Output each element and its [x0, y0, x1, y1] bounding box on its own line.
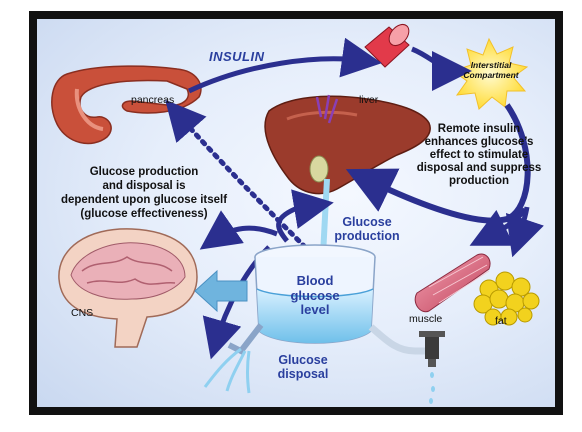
dotted-arrow-pancreas: [165, 99, 308, 250]
interstitial-line-2: Compartment: [463, 70, 519, 80]
diagram-panel: INSULIN pancreas liver Interstitial Comp…: [37, 19, 555, 407]
liver-label: liver: [359, 94, 379, 106]
cns-label: CNS: [71, 307, 94, 319]
gp-line-4: (glucose effectiveness): [80, 208, 208, 220]
cns-block-arrow: [194, 269, 248, 313]
vessel-to-star-arrow: [411, 46, 472, 91]
interstitial-line-1: Interstitial: [470, 60, 512, 70]
effectiveness-arrow-brain: [199, 210, 278, 250]
gp-line-1: Glucose production: [89, 166, 199, 178]
remote-insulin-text: Remote insulin enhances glucose’s effect…: [409, 123, 549, 188]
gp-line-3: dependent upon glucose itself: [60, 194, 228, 206]
fat-illustration: [473, 271, 540, 326]
remote-line-4: disposal and suppress: [416, 162, 542, 174]
blood-line-1: Blood: [296, 273, 334, 288]
blood-line-3: level: [300, 302, 330, 317]
disposal-line-2: disposal: [277, 367, 329, 381]
blood-line-2: glucose: [290, 287, 340, 303]
liver-illustration: [264, 94, 431, 195]
disposal-line-1: Glucose: [278, 353, 328, 367]
remote-arrow-fat: [505, 206, 544, 258]
remote-line-2: enhances glucose’s: [424, 136, 534, 148]
interstitial-label: Interstitial Compartment: [461, 60, 521, 80]
glucose-tank: [203, 244, 445, 404]
gp-line-2: and disposal is: [102, 180, 186, 192]
pancreas-label: pancreas: [131, 94, 175, 106]
insulin-label: INSULIN: [209, 49, 265, 64]
pancreas-illustration: [51, 65, 202, 145]
blood-vessel-illustration: [364, 23, 410, 68]
muscle-illustration: [414, 253, 491, 313]
brain-illustration: [58, 228, 198, 348]
glucose-effectiveness-text: Glucose production and disposal is depen…: [45, 165, 243, 221]
muscle-label: muscle: [409, 313, 443, 325]
effectiveness-arrow-liver: [276, 189, 334, 243]
production-line-1: Glucose: [342, 215, 392, 229]
remote-line-3: effect to stimulate: [429, 149, 529, 161]
remote-line-1: Remote insulin: [437, 123, 521, 135]
glucose-production-label: Glucose production: [325, 215, 409, 243]
blood-glucose-label: Blood glucose level: [275, 273, 355, 318]
production-line-2: production: [334, 229, 400, 243]
remote-line-5: production: [448, 175, 510, 187]
insulin-arrow: [187, 37, 382, 94]
fat-label: fat: [495, 315, 507, 327]
diagram-artwork: [51, 23, 544, 404]
glucose-disposal-label: Glucose disposal: [267, 353, 339, 381]
